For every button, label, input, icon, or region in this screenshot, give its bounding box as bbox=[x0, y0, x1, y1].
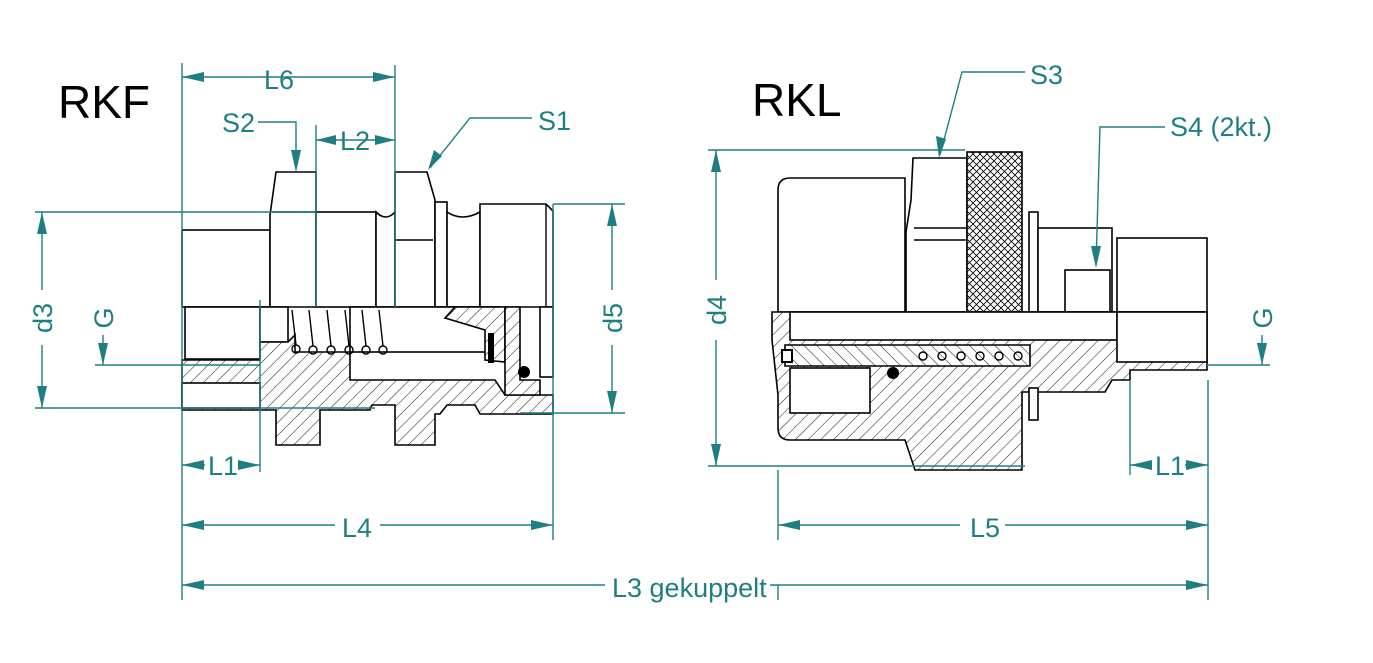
rkf-right-end bbox=[479, 203, 554, 308]
title-rkf: RKF bbox=[58, 76, 150, 128]
dimension-lines bbox=[35, 63, 1270, 600]
rkf-coupling bbox=[181, 171, 554, 446]
label-d3: d3 bbox=[28, 303, 58, 333]
label-s4: S4 (2kt.) bbox=[1170, 112, 1272, 142]
rkf-middle-body bbox=[315, 211, 377, 308]
rkl-right-end bbox=[1116, 237, 1208, 313]
label-s2: S2 bbox=[222, 108, 255, 138]
rkl-flat-s4 bbox=[1064, 269, 1111, 313]
label-s3: S3 bbox=[1030, 60, 1063, 90]
label-l6: L6 bbox=[264, 65, 294, 95]
label-l3: L3 gekuppelt bbox=[612, 573, 767, 603]
rkf-nut-hex-s2 bbox=[269, 171, 317, 308]
label-g-left: G bbox=[89, 307, 119, 328]
label-d4: d4 bbox=[702, 295, 732, 325]
title-rkl: RKL bbox=[752, 74, 841, 126]
rkf-spring bbox=[291, 309, 388, 355]
rkl-hex bbox=[905, 157, 968, 313]
label-l4: L4 bbox=[342, 513, 372, 543]
label-l2: L2 bbox=[340, 126, 370, 156]
rkl-coupling bbox=[771, 151, 1208, 471]
label-s1: S1 bbox=[538, 106, 571, 136]
rkl-spring bbox=[918, 351, 1023, 361]
label-l1-right: L1 bbox=[1155, 451, 1185, 481]
label-g-right: G bbox=[1248, 307, 1278, 328]
label-d5: d5 bbox=[598, 303, 628, 333]
rkl-left-body bbox=[777, 177, 906, 313]
rkf-left-body bbox=[181, 229, 271, 308]
rkf-section-body bbox=[181, 333, 554, 446]
label-l5: L5 bbox=[970, 513, 1000, 543]
label-l1-left: L1 bbox=[208, 451, 238, 481]
rkl-knurled-sleeve-s3 bbox=[966, 151, 1023, 313]
